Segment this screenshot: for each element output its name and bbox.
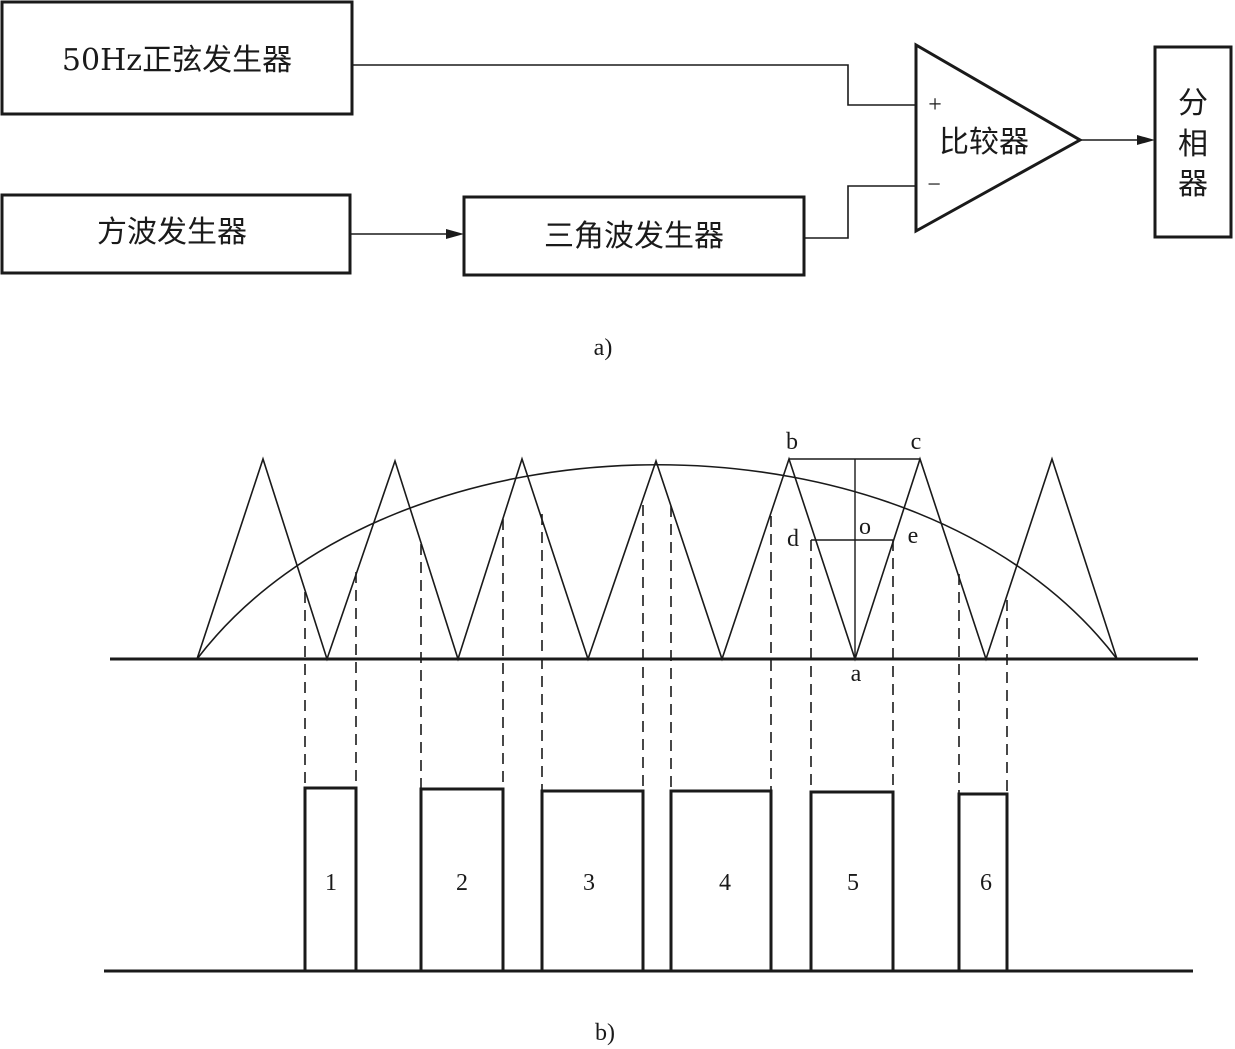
square-to-triangle-arrowhead: [446, 229, 464, 239]
point-label-e: e: [908, 523, 919, 549]
pulse-number-1: 1: [325, 870, 337, 896]
caption-b: b): [595, 1020, 615, 1046]
phase-splitter-block: [1153, 45, 1233, 239]
pulse-number-6: 6: [980, 870, 992, 896]
comparator-to-splitter-arrowhead: [1137, 135, 1155, 145]
waveform-diagram: b c d o e a 1 2 3 4 5 6: [104, 429, 1198, 973]
caption-a: a): [594, 335, 613, 361]
point-label-o: o: [859, 514, 871, 540]
pulse-4: [669, 789, 773, 973]
block-diagram: 50Hz正弦发生器 方波发生器 三角波发生器 比较器 + − 分 相 器: [0, 0, 1233, 277]
pulse-number-5: 5: [847, 870, 859, 896]
phase-splitter-char-3: 器: [1178, 167, 1208, 202]
comparator-label: 比较器: [939, 125, 1029, 160]
comparator-symbol: [914, 42, 1084, 234]
triangle-generator-block: [462, 195, 806, 277]
pulse-1: [303, 786, 358, 973]
point-label-b: b: [786, 429, 798, 455]
pulse-number-3: 3: [583, 870, 595, 896]
square-generator-block: [0, 193, 352, 275]
pulse-2: [419, 787, 505, 973]
sine-generator-block: [0, 0, 354, 116]
point-label-a: a: [851, 661, 862, 687]
phase-splitter-char-1: 分: [1178, 86, 1208, 121]
comparator-minus-sign: −: [927, 172, 941, 198]
triangle-generator-label: 三角波发生器: [544, 219, 724, 254]
square-generator-label: 方波发生器: [97, 215, 247, 250]
pulse-6: [957, 792, 1009, 973]
triangle-to-comparator-wire: [804, 185, 916, 239]
pulse-5: [809, 790, 895, 973]
point-label-d: d: [787, 526, 799, 552]
sine-to-comparator-wire: [352, 64, 916, 106]
triangle-carrier-wave: [196, 456, 1118, 662]
sine-reference-wave: [196, 464, 1118, 660]
comparator-plus-sign: +: [928, 92, 942, 118]
phase-splitter-char-2: 相: [1178, 127, 1208, 162]
pulse-3: [540, 789, 645, 973]
pulse-number-4: 4: [719, 870, 731, 896]
sine-generator-label: 50Hz正弦发生器: [62, 43, 292, 78]
point-label-c: c: [911, 429, 922, 455]
pulse-number-2: 2: [456, 870, 468, 896]
